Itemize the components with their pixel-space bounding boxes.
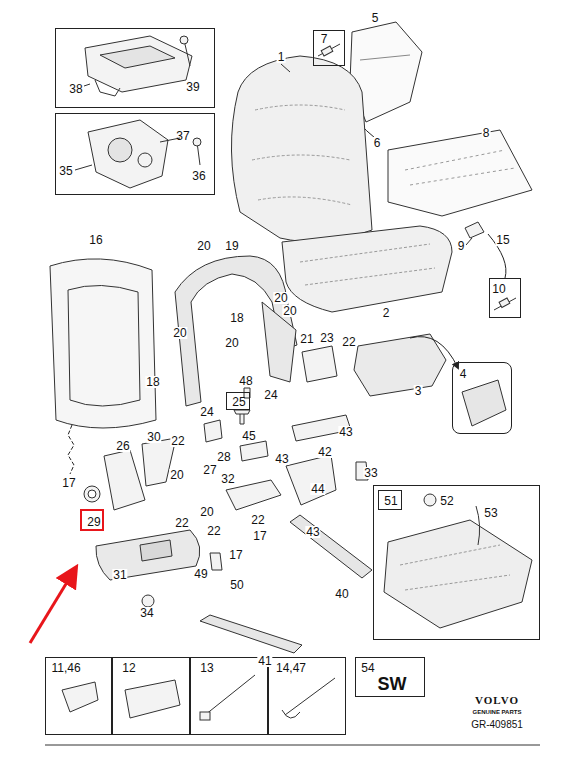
callout-number: 17 [61,477,76,489]
callout-number: 20 [172,327,187,339]
callout-number: 20 [224,337,239,349]
inset-box: 13 [190,657,268,735]
callout-number: 12 [122,662,135,674]
callout-number: 41 [257,655,272,667]
callout-number: 7 [321,33,328,45]
callout-number: 2 [382,307,391,319]
callout-number: 50 [229,579,244,591]
callout-number: 24 [263,389,278,401]
callout-number: 30 [146,431,161,443]
callout-number: 38 [69,83,82,95]
highlight-box: 29 [80,509,104,531]
callout-number: 35 [59,165,72,177]
callout-number: 9 [457,240,466,252]
callout-number: 20 [273,292,288,304]
callout-number: 1 [277,51,286,63]
inset-box: 10 [489,278,521,318]
callout-number: 16 [88,234,103,246]
callout-number: 17 [252,530,267,542]
callout-number: 11,46 [51,662,80,674]
callout-number: 22 [174,517,189,529]
callout-number: 10 [492,283,505,295]
inset-box: 52 53 51 [373,485,540,640]
diagram-code: GR-409851 [470,720,524,730]
callout-number: 39 [186,81,199,93]
callout-number: 22 [206,525,221,537]
callout-number: 4 [460,368,467,380]
callout-number: 8 [482,127,491,139]
callout-number: 17 [228,549,243,561]
callout-number: 49 [193,568,208,580]
callout-number: 24 [199,406,214,418]
callout-number: 43 [305,526,320,538]
inset-box: 11,46 [45,657,112,735]
callout-number: 22 [170,435,185,447]
callout-number: 48 [238,375,253,387]
inset-box: 14,47 [268,657,346,735]
inset-box: 54SW [355,657,425,697]
callout-number: 21 [299,333,314,345]
callout-number: 51 [384,495,397,507]
callout-number: 40 [334,588,349,600]
callout-number: 15 [495,234,510,246]
callout-number: 20 [199,506,214,518]
callout-number: 53 [484,507,497,519]
callout-number: 6 [373,137,382,149]
callout-number: SW [378,675,407,693]
inset-box: 4 [452,362,512,434]
callout-number: 29 [87,516,100,528]
inset-box: 12 [112,657,190,735]
callout-number: 28 [216,451,231,463]
callout-number: 37 [176,130,189,142]
callout-number: 18 [229,312,244,324]
callout-number: 27 [202,464,217,476]
callout-number: 42 [317,446,332,458]
inset-box: 25 [226,392,250,410]
callout-number: 43 [338,426,353,438]
brand-logo: VOLVO [474,695,520,706]
callout-number: 22 [250,514,265,526]
callout-number: 13 [200,662,213,674]
callout-number: 26 [115,440,130,452]
callout-number: 22 [341,336,356,348]
callout-number: 54 [361,662,374,674]
callout-number: 52 [440,495,453,507]
inset-box: 38 39 [55,28,215,108]
callout-number: 20 [282,305,297,317]
inset-box: 51 [378,490,402,510]
callout-number: 14,47 [276,662,306,674]
callout-number: 31 [112,569,127,581]
callout-number: 18 [145,376,160,388]
callout-number: 20 [196,240,211,252]
callout-number: 36 [192,170,205,182]
callout-number: 3 [414,385,423,397]
callout-number: 32 [220,473,235,485]
inset-box: 37 35 36 [55,113,215,195]
callout-number: 20 [169,469,184,481]
callout-number: 19 [224,240,239,252]
inset-box: 7 [313,30,345,66]
callout-number: 23 [319,332,334,344]
callout-number: 34 [139,607,154,619]
brand-tagline: GENUINE PARTS [472,709,523,715]
callout-number: 25 [232,396,245,408]
callout-number: 44 [310,483,325,495]
callout-number: 5 [371,12,380,24]
callout-number: 45 [241,430,256,442]
callout-number: 33 [363,467,378,479]
callout-number: 43 [274,453,289,465]
